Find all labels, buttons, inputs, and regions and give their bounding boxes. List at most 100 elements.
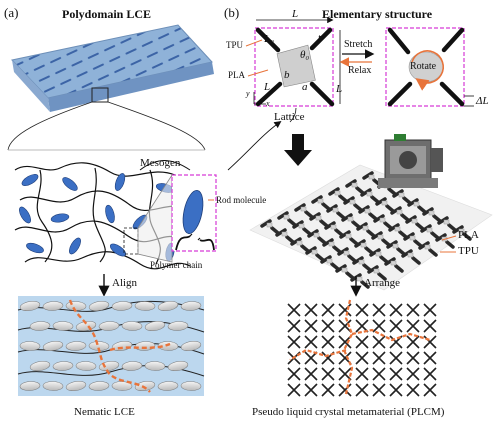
plcm-strut bbox=[372, 319, 386, 333]
lattice-pad bbox=[443, 219, 450, 225]
plcm-strut bbox=[372, 367, 386, 381]
zoom-box bbox=[91, 87, 109, 103]
nematic-mesogen bbox=[180, 340, 202, 352]
nematic-mesogen bbox=[157, 381, 179, 391]
lattice-pad bbox=[375, 251, 382, 257]
nematic-mesogen bbox=[42, 340, 64, 352]
lattice-pad bbox=[356, 276, 363, 282]
plcm-strut bbox=[355, 367, 369, 381]
dim-L1-label: L₁ bbox=[264, 81, 274, 93]
plcm-strut bbox=[406, 335, 420, 349]
lattice-pad bbox=[326, 258, 333, 264]
nematic-mesogen bbox=[75, 361, 97, 371]
lattice-strut bbox=[418, 241, 438, 257]
lattice-pad bbox=[458, 228, 465, 234]
lattice-strut bbox=[324, 221, 344, 237]
lattice-pad bbox=[332, 207, 339, 213]
plcm-strut bbox=[389, 351, 403, 365]
nematic-mesogen bbox=[19, 341, 41, 351]
plcm-strut bbox=[389, 367, 403, 381]
nematic-mesogen bbox=[19, 300, 41, 312]
plcm-strut bbox=[406, 367, 420, 381]
plcm-strut bbox=[423, 319, 437, 333]
lattice-pad bbox=[298, 223, 305, 229]
pla-label: PLA bbox=[228, 70, 246, 80]
dim-a-label: a bbox=[302, 81, 308, 93]
lattice-pad bbox=[345, 233, 352, 239]
plcm-strut bbox=[406, 351, 420, 365]
plcm-strut bbox=[372, 351, 386, 365]
plcm-strut bbox=[389, 383, 403, 397]
plcm-strut bbox=[321, 383, 335, 397]
dim-theta0-label: θ₀ bbox=[300, 49, 310, 61]
zoom-lines bbox=[7, 101, 206, 151]
lattice-strut bbox=[388, 223, 408, 239]
lattice-pad bbox=[343, 250, 350, 256]
lattice-strut bbox=[375, 197, 395, 213]
plcm-strut bbox=[355, 351, 369, 365]
lattice-pad bbox=[283, 214, 290, 220]
plcm-struts bbox=[287, 303, 437, 397]
plcm-strut bbox=[304, 351, 318, 365]
lattice-strut bbox=[384, 257, 404, 273]
lattice-pad bbox=[379, 217, 386, 223]
plcm-strut bbox=[287, 383, 301, 397]
axis-x-label: x bbox=[266, 99, 270, 108]
lattice-pad bbox=[349, 199, 356, 205]
lattice-pad bbox=[373, 268, 380, 274]
plcm-strut bbox=[389, 303, 403, 317]
axis-y-label: y bbox=[246, 89, 250, 98]
lattice-pad bbox=[424, 244, 431, 250]
plcm-strut bbox=[423, 351, 437, 365]
lattice-pads bbox=[266, 174, 465, 282]
lattice-pad bbox=[398, 192, 405, 198]
nematic-mesogen bbox=[52, 321, 74, 331]
mesogen-inset bbox=[171, 174, 217, 252]
lattice-pad bbox=[390, 260, 397, 266]
nematic-mesogen bbox=[19, 381, 41, 391]
lattice-strut bbox=[422, 207, 442, 223]
lattice-strut bbox=[435, 233, 455, 249]
lattice-label: Lattice bbox=[274, 111, 305, 123]
lattice-strut bbox=[420, 224, 440, 240]
lattice-strut bbox=[275, 228, 295, 244]
nematic-mesogen bbox=[134, 301, 156, 311]
lattice-strut bbox=[309, 212, 329, 228]
lattice-pad bbox=[377, 234, 384, 240]
nematic-mesogen bbox=[167, 360, 189, 372]
delta-L-label: ΔL bbox=[476, 95, 489, 107]
lattice-strut bbox=[352, 256, 372, 272]
dim-b-label: b bbox=[284, 69, 290, 81]
lattice-strut bbox=[371, 231, 391, 247]
plcm-strut bbox=[304, 303, 318, 317]
lattice-strut bbox=[320, 255, 340, 271]
nematic-mesogen bbox=[121, 361, 143, 371]
tpu-label: TPU bbox=[226, 40, 244, 50]
nematic-mesogen bbox=[88, 381, 110, 391]
panel-a-title: Polydomain LCE bbox=[62, 7, 152, 21]
plcm-strut bbox=[355, 335, 369, 349]
plcm-strut bbox=[338, 335, 352, 349]
unit-cell-struts bbox=[255, 27, 335, 107]
lattice-strut bbox=[328, 187, 348, 203]
rotated-cell-struts bbox=[387, 27, 465, 107]
plcm-strut bbox=[406, 303, 420, 317]
mesogens bbox=[19, 173, 175, 262]
lattice-strut bbox=[345, 179, 365, 195]
plcm-strut bbox=[406, 383, 420, 397]
lattice-strut bbox=[356, 222, 376, 238]
plcm-strut bbox=[338, 367, 352, 381]
plcm-strut bbox=[287, 367, 301, 381]
nematic-lce-label: Nematic LCE bbox=[74, 406, 135, 418]
lattice-pad bbox=[358, 259, 365, 265]
plcm-strut bbox=[355, 303, 369, 317]
lattice-strut bbox=[373, 214, 393, 230]
lattice-strut bbox=[339, 230, 359, 246]
lattice-pad bbox=[311, 249, 318, 255]
plcm-strut bbox=[423, 383, 437, 397]
nematic-orange-chain bbox=[68, 299, 171, 393]
lattice-pad bbox=[330, 224, 337, 230]
relax-label: Relax bbox=[348, 65, 372, 76]
gripper bbox=[378, 134, 443, 188]
mesogen-to-lattice-arrow bbox=[227, 120, 282, 171]
